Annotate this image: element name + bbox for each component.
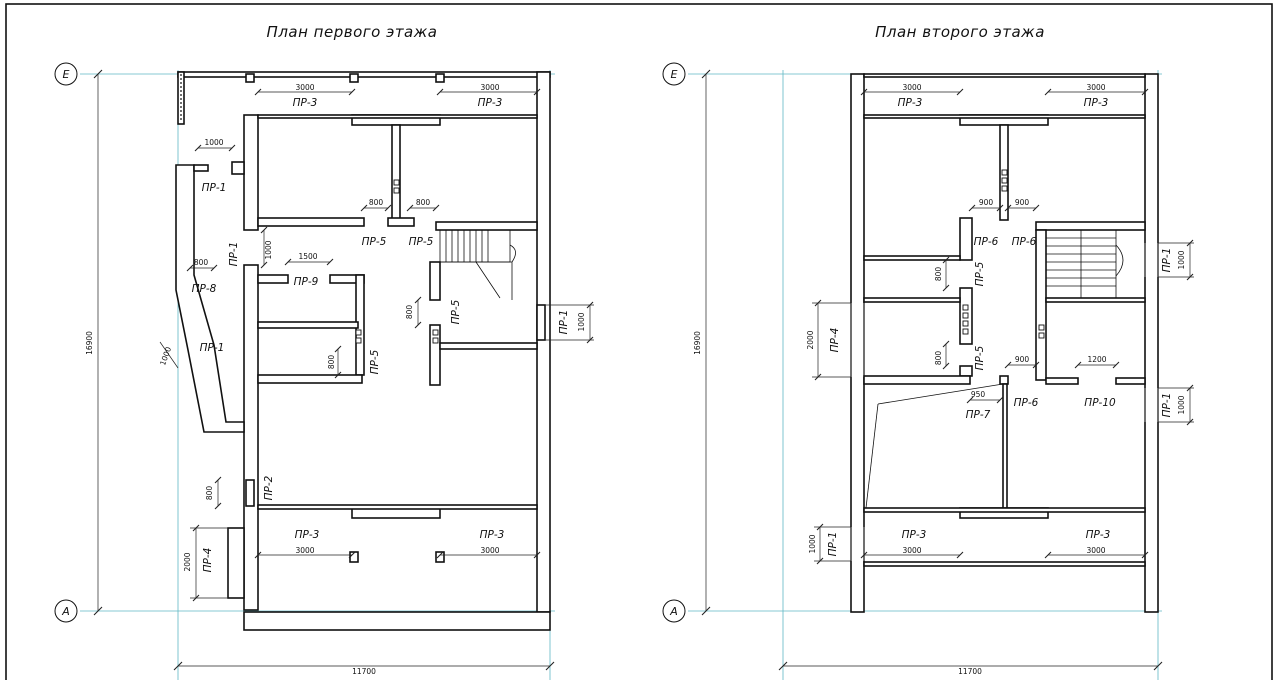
axis-label-a: А — [61, 605, 70, 618]
opening-label: ПР-1 — [202, 182, 227, 194]
opening-dim: 900 — [1015, 198, 1030, 207]
dim-width: 11700 — [352, 667, 376, 676]
opening-labels: 3000 ПР-3 3000 ПР-3 1000 ПР-1 800 ПР-5 8… — [158, 83, 594, 602]
opening-dim: 1000 — [1177, 250, 1186, 269]
plan-title: План первого этажа — [267, 23, 438, 41]
axis-marker-e — [662, 62, 686, 86]
opening-label: ПР-1 — [200, 342, 225, 354]
opening-dim: 800 — [194, 258, 209, 267]
opening-dim: 800 — [327, 355, 336, 370]
opening-label: ПР-1 — [558, 310, 570, 335]
dim-height: 16900 — [85, 331, 94, 355]
opening-label: ПР-4 — [829, 328, 841, 353]
opening-label: ПР-9 — [294, 276, 319, 288]
opening-dim: 3000 — [480, 546, 499, 555]
opening-dim: 900 — [979, 198, 994, 207]
opening-label: ПР-8 — [192, 283, 217, 295]
opening-label: ПР-3 — [1086, 529, 1111, 541]
opening-dim: 2000 — [806, 330, 815, 349]
opening-dim: 1000 — [264, 240, 273, 259]
opening-label: ПР-7 — [966, 409, 991, 421]
staircase — [439, 229, 516, 300]
opening-label: ПР-1 — [1161, 393, 1173, 418]
opening-dim: 950 — [971, 390, 986, 399]
opening-label: ПР-10 — [1084, 397, 1116, 409]
opening-dim: 3000 — [1086, 546, 1105, 555]
opening-dim: 1000 — [1177, 395, 1186, 414]
opening-dim: 1000 — [808, 534, 817, 553]
opening-dim: 1200 — [1087, 355, 1106, 364]
opening-label: ПР-6 — [974, 236, 999, 248]
axis-label-a: А — [669, 605, 678, 618]
opening-dim: 1000 — [577, 312, 586, 331]
sheet-border — [5, 3, 1273, 680]
opening-label: ПР-3 — [898, 97, 923, 109]
opening-dim: 3000 — [295, 546, 314, 555]
plan-first-floor: План первого этажа Е А 16900 11700 — [54, 23, 594, 680]
opening-label: ПР-6 — [1012, 236, 1037, 248]
opening-label: ПР-5 — [974, 261, 986, 286]
opening-label: ПР-1 — [228, 242, 240, 267]
opening-dim: 3000 — [902, 546, 921, 555]
opening-label: ПР-3 — [902, 529, 927, 541]
opening-dim: 800 — [934, 267, 943, 282]
opening-dim: 800 — [205, 486, 214, 501]
opening-label: ПР-3 — [295, 529, 320, 541]
opening-dim: 800 — [934, 351, 943, 366]
axis-marker-a — [54, 599, 78, 623]
opening-label: ПР-5 — [974, 345, 986, 370]
opening-label: ПР-2 — [263, 475, 275, 500]
opening-dim: 1500 — [298, 252, 317, 261]
opening-label: ПР-5 — [369, 349, 381, 374]
axis-marker-a — [662, 599, 686, 623]
opening-dim: 3000 — [480, 83, 499, 92]
staircase — [1045, 229, 1124, 299]
opening-label: ПР-3 — [1084, 97, 1109, 109]
opening-label: ПР-1 — [827, 532, 839, 557]
axis-label-e: Е — [63, 68, 70, 81]
dim-width: 11700 — [958, 667, 982, 676]
opening-label: ПР-4 — [202, 548, 214, 573]
opening-dim: 3000 — [1086, 83, 1105, 92]
opening-dim: 1000 — [158, 345, 173, 366]
opening-label: ПР-5 — [450, 299, 462, 324]
opening-dim: 3000 — [295, 83, 314, 92]
opening-dim: 1000 — [204, 138, 223, 147]
opening-label: ПР-3 — [478, 97, 503, 109]
opening-label: ПР-3 — [293, 97, 318, 109]
opening-label: ПР-5 — [409, 236, 434, 248]
opening-label: ПР-6 — [1014, 397, 1039, 409]
dim-height: 16900 — [693, 331, 702, 355]
opening-label: ПР-5 — [362, 236, 387, 248]
axis-label-e: Е — [671, 68, 678, 81]
opening-label: ПР-1 — [1161, 248, 1173, 273]
opening-dim: 800 — [416, 198, 431, 207]
opening-dim: 800 — [405, 305, 414, 320]
opening-dim: 2000 — [183, 552, 192, 571]
opening-labels: 3000 ПР-3 3000 ПР-3 900 ПР-6 900 ПР-6 10… — [806, 83, 1194, 565]
plan-title: План второго этажа — [875, 23, 1045, 41]
opening-dim: 900 — [1015, 355, 1030, 364]
axis-marker-e — [54, 62, 78, 86]
opening-dim: 800 — [369, 198, 384, 207]
opening-dim: 3000 — [902, 83, 921, 92]
plan-second-floor: План второго этажа Е А 16900 11700 — [662, 23, 1194, 680]
opening-label: ПР-3 — [480, 529, 505, 541]
